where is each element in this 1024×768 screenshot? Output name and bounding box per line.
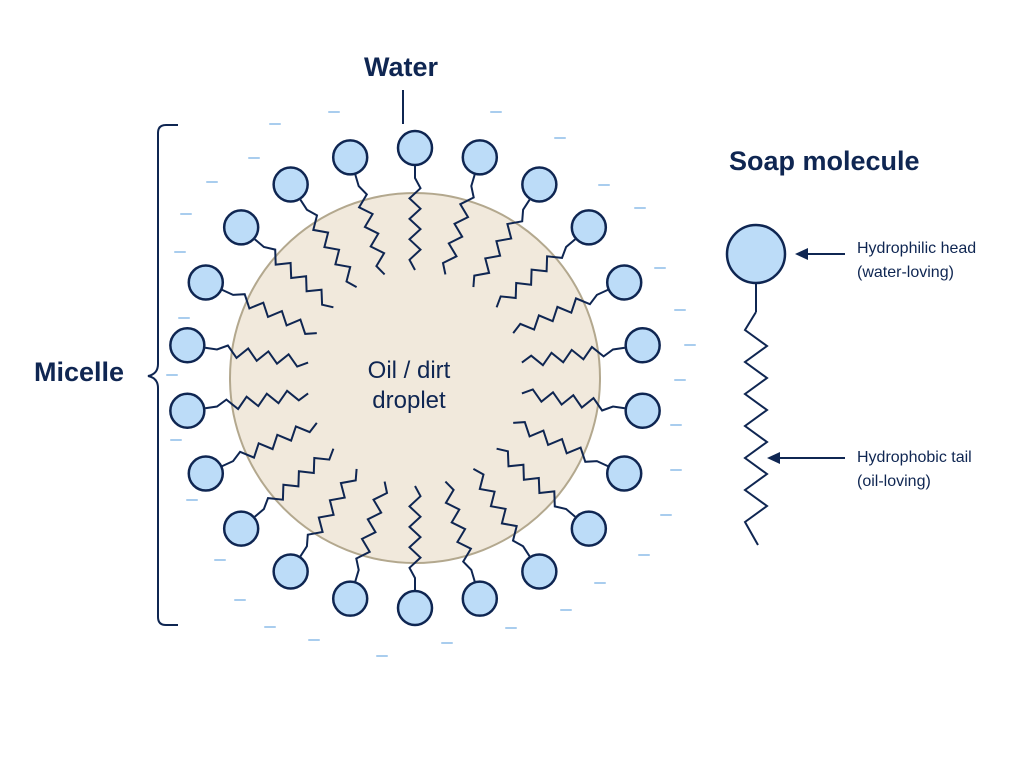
surfactant-tail: [444, 480, 476, 582]
surfactant-tail: [254, 448, 335, 518]
surfactant-tail: [205, 344, 309, 368]
surfactant-tail: [205, 389, 309, 411]
micelle-brace: [147, 124, 178, 626]
water-label: Water: [364, 52, 439, 82]
surfactant-tail: [472, 199, 531, 288]
surfactant-tail: [299, 199, 358, 288]
surfactant-head: [272, 166, 309, 203]
surfactant-head: [624, 392, 661, 429]
surfactant-head: [331, 139, 369, 176]
droplet-label-line2: droplet: [372, 387, 446, 414]
surfactant-head: [605, 455, 643, 492]
surfactant-head: [187, 455, 225, 492]
surfactant-tail: [513, 421, 609, 468]
surfactant-tail: [495, 238, 576, 308]
surfactant-tail: [299, 468, 358, 557]
soap-molecule-head: [725, 223, 787, 285]
hydrophilic-head-label: Hydrophilic head (water-loving): [857, 237, 976, 285]
surfactant-head: [461, 139, 499, 176]
soap-molecule-title: Soap molecule: [729, 146, 920, 176]
surfactant-head: [521, 166, 558, 203]
surfactant-head: [624, 327, 661, 364]
surfactant-tail: [441, 174, 476, 275]
surfactant-head: [331, 580, 369, 617]
hydrophilic-head-line2: (water-loving): [857, 264, 954, 281]
surfactant-head: [187, 264, 225, 301]
surfactant-head: [272, 553, 309, 590]
soap-molecule-tail: [743, 311, 769, 546]
surfactant-tail: [521, 388, 625, 412]
surfactant-head: [396, 129, 434, 167]
hydrophobic-tail-label: Hydrophobic tail (oil-loving): [857, 446, 972, 494]
surfactant-tail: [408, 166, 422, 271]
surfactant-tail: [521, 345, 625, 367]
surfactant-tail: [512, 288, 609, 334]
micelle-label: Micelle: [34, 357, 125, 387]
surfactant-tail: [221, 288, 317, 335]
surfactant-tail: [254, 238, 334, 309]
surfactant-head: [461, 580, 499, 617]
tail-arrow-tip: [767, 452, 780, 464]
water-dashes: [166, 111, 696, 657]
hydrophobic-tail-line2: (oil-loving): [857, 473, 931, 490]
surfactant-head: [222, 209, 260, 246]
surfactant-head: [570, 209, 608, 246]
surfactant-head: [222, 510, 260, 547]
surfactant-tail: [472, 468, 531, 557]
micelle-heads: [169, 129, 661, 627]
surfactant-tail: [496, 447, 576, 518]
surfactant-tail: [354, 174, 386, 276]
droplet-label: Oil / dirt droplet: [344, 356, 474, 416]
soap-molecule-diagram: [725, 223, 787, 546]
surfactant-head: [169, 327, 206, 364]
surfactant-tail: [354, 481, 389, 582]
surfactant-head: [521, 553, 558, 590]
surfactant-head: [169, 392, 206, 429]
surfactant-tail: [408, 485, 422, 590]
droplet-label-line1: Oil / dirt: [367, 357, 451, 384]
surfactant-tail: [221, 422, 318, 468]
hydrophilic-head-line1: Hydrophilic head: [857, 240, 977, 257]
annotation-arrows: [767, 248, 845, 464]
head-arrow-tip: [795, 248, 808, 260]
surfactant-head: [605, 264, 643, 301]
surfactant-head: [570, 510, 608, 547]
hydrophobic-tail-line1: Hydrophobic tail: [857, 449, 972, 466]
surfactant-head: [396, 589, 434, 627]
